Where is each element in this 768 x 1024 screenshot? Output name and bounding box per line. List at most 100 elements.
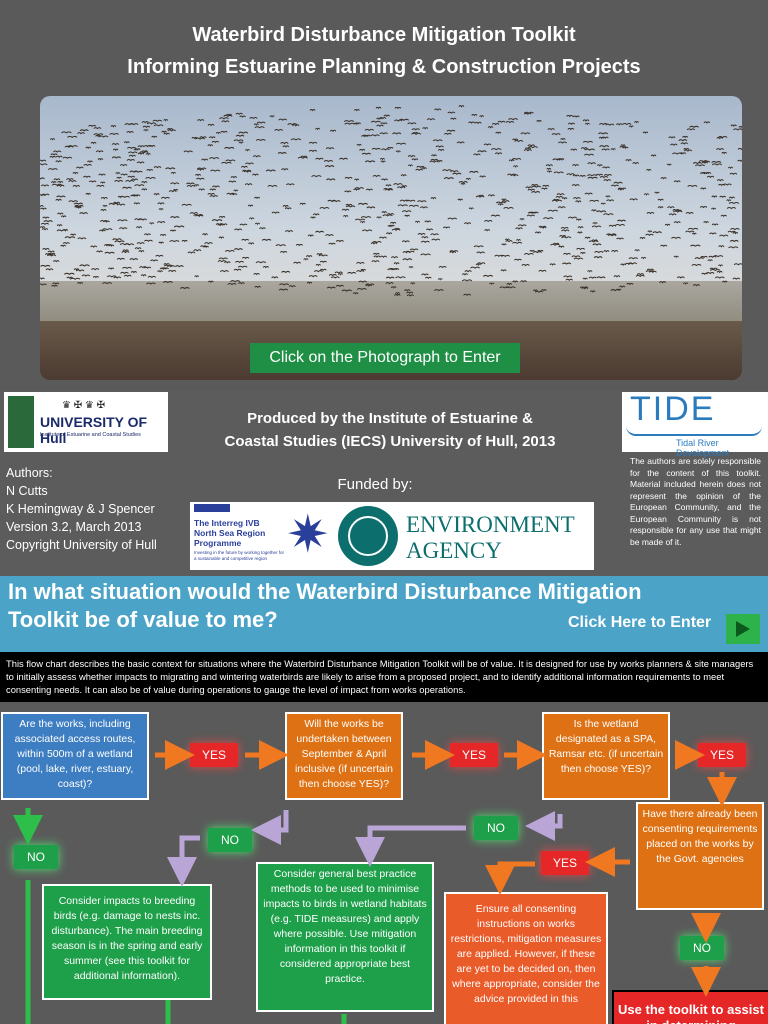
bird-shape <box>381 148 390 151</box>
bird-shape <box>218 216 226 219</box>
bird-shape <box>729 239 739 243</box>
bird-shape <box>634 249 640 252</box>
flow-box-designated-site[interactable]: Is the wetland designated as a SPA, Rams… <box>542 712 670 800</box>
bird-shape <box>415 168 424 172</box>
bird-shape <box>337 273 343 276</box>
bird-shape <box>393 262 400 265</box>
bird-shape <box>573 257 584 260</box>
bird-shape <box>93 133 104 136</box>
bird-shape <box>421 273 429 276</box>
bird-shape <box>732 231 739 235</box>
bird-shape <box>135 148 141 151</box>
bird-shape <box>124 123 135 126</box>
bird-shape <box>163 118 169 122</box>
bird-shape <box>648 270 657 274</box>
bird-shape <box>88 124 97 128</box>
waterbird-photo[interactable] <box>40 96 742 380</box>
bird-shape <box>721 151 727 155</box>
bird-shape <box>541 187 548 190</box>
bird-shape <box>308 275 318 278</box>
bird-shape <box>55 160 62 163</box>
bird-shape <box>372 174 381 178</box>
bird-shape <box>730 228 740 231</box>
bird-shape <box>379 236 387 239</box>
click-here-to-enter-link[interactable]: Click Here to Enter <box>568 614 712 631</box>
bird-shape <box>361 229 373 232</box>
flow-box-use-toolkit[interactable]: Use the toolkit to assist in determining <box>612 990 768 1024</box>
bird-shape <box>40 177 45 180</box>
bird-shape <box>520 280 528 283</box>
bird-shape <box>572 174 580 177</box>
enter-photo-button[interactable]: Click on the Photograph to Enter <box>250 343 520 373</box>
bird-shape <box>538 269 547 273</box>
bird-shape <box>501 243 507 246</box>
bird-shape <box>122 186 132 189</box>
bird-shape <box>119 243 130 246</box>
bird-shape <box>421 236 429 239</box>
bird-shape <box>450 117 457 121</box>
enter-arrow-button[interactable] <box>726 614 760 644</box>
bird-shape <box>218 236 225 239</box>
bird-shape <box>344 122 355 125</box>
bird-shape <box>575 200 582 203</box>
bird-shape <box>711 195 718 198</box>
bird-shape <box>76 206 82 210</box>
bird-shape <box>248 217 255 220</box>
bird-shape <box>645 233 654 236</box>
bird-shape <box>157 202 165 205</box>
bird-shape <box>161 267 169 270</box>
bird-shape <box>51 183 63 186</box>
flow-box-consenting-instructions[interactable]: Ensure all consenting instructions on wo… <box>444 892 608 1024</box>
bird-shape <box>529 249 535 253</box>
flow-box-breeding-birds[interactable]: Consider impacts to breeding birds (e.g.… <box>42 884 212 1000</box>
bird-shape <box>515 227 523 230</box>
bird-shape <box>361 152 372 155</box>
bird-shape <box>614 224 626 227</box>
bird-shape <box>114 180 124 183</box>
bird-shape <box>456 141 465 144</box>
bird-shape <box>170 216 180 219</box>
bird-shape <box>552 198 560 202</box>
bird-shape <box>499 286 510 289</box>
bird-shape <box>364 160 376 163</box>
bird-shape <box>66 276 74 279</box>
bird-shape <box>167 128 174 131</box>
question-heading: In what situation would the Waterbird Di… <box>8 579 642 632</box>
bird-shape <box>282 145 290 148</box>
bird-shape <box>532 289 538 293</box>
bird-shape <box>571 255 581 258</box>
bird-shape <box>196 119 205 122</box>
bird-shape <box>309 109 316 112</box>
bird-shape <box>490 148 502 151</box>
bird-shape <box>523 149 532 152</box>
bird-shape <box>622 146 629 150</box>
flow-box-within-500m[interactable]: Are the works, including associated acce… <box>1 712 149 800</box>
bird-shape <box>553 171 564 174</box>
flow-box-september-april[interactable]: Will the works be undertaken between Sep… <box>285 712 403 800</box>
bird-shape <box>135 226 143 229</box>
bird-shape <box>220 223 228 226</box>
bird-shape <box>431 238 441 241</box>
bird-shape <box>593 256 603 259</box>
bird-shape <box>633 120 640 124</box>
bird-shape <box>207 280 214 284</box>
tide-logo-subtext: Tidal River Development <box>676 438 730 458</box>
bird-shape <box>134 247 142 250</box>
bird-shape <box>207 144 214 147</box>
bird-shape <box>341 289 352 292</box>
bird-shape <box>487 194 495 197</box>
flow-box-best-practice[interactable]: Consider general best practice methods t… <box>256 862 434 1012</box>
bird-shape <box>239 115 246 118</box>
flow-chart: Are the works, including associated acce… <box>0 702 768 1024</box>
bird-shape <box>450 170 459 173</box>
bird-shape <box>328 273 337 277</box>
bird-shape <box>199 136 207 139</box>
disclaimer-text: The authors are solely responsible for t… <box>630 456 761 547</box>
bird-shape <box>613 275 621 278</box>
authors-line: K Hemingway & J Spencer <box>6 502 155 516</box>
bird-shape <box>208 136 216 139</box>
bird-shape <box>567 127 575 131</box>
bird-shape <box>136 242 145 245</box>
flow-box-consenting-requirements[interactable]: Have there already been consenting requi… <box>636 802 764 910</box>
bird-shape <box>566 114 574 118</box>
